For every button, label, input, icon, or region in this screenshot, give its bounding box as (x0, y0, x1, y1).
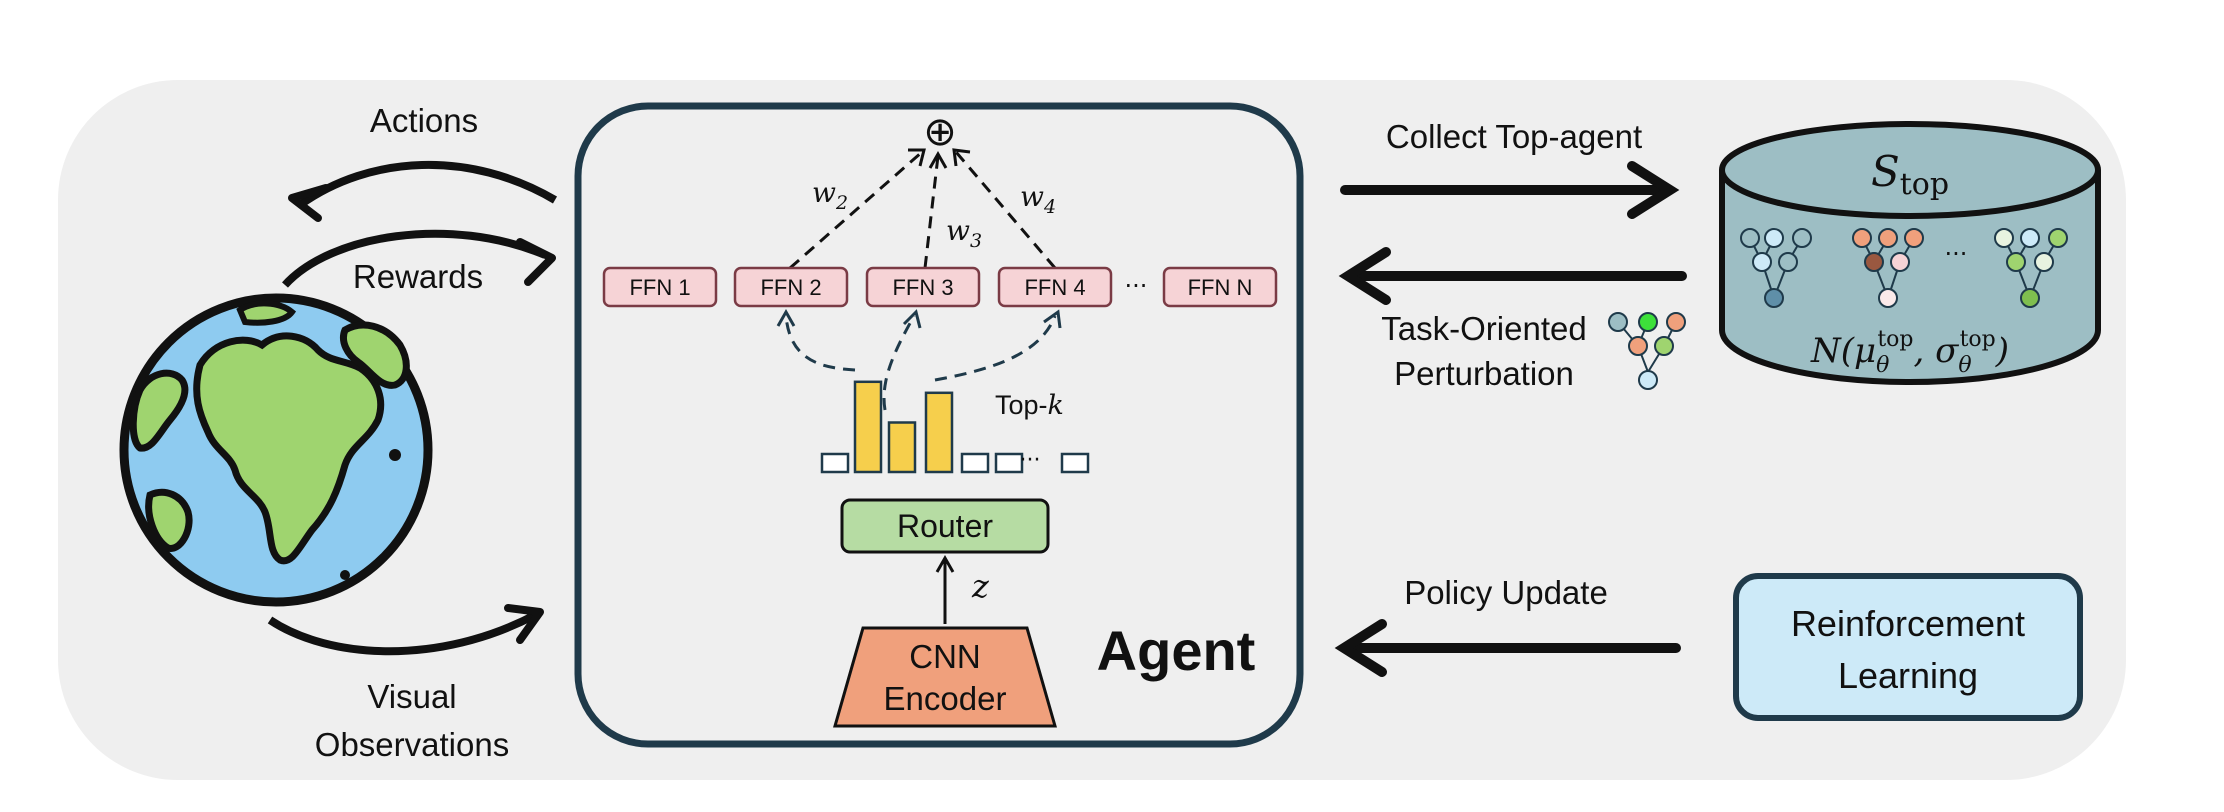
actions-label: Actions (370, 102, 478, 139)
encoder-label-line2: Encoder (884, 680, 1007, 717)
rl-label-line2: Learning (1838, 655, 1978, 696)
collect-label: Collect Top-agent (1386, 118, 1642, 155)
topk-label: Top-k (995, 390, 1064, 421)
actions-arrow (288, 160, 558, 222)
agent-title: Agent (1097, 619, 1256, 682)
perturbation-arrow (1338, 247, 1687, 305)
ffn-n: FFN N (1162, 266, 1278, 308)
observations-label-line1: Visual (367, 678, 456, 715)
ffn-4: FFN 4 (997, 266, 1113, 308)
gate-bar-5 (960, 452, 990, 474)
gate-bar-3 (887, 421, 917, 474)
cnn-encoder-block: CNN Encoder (833, 626, 1057, 728)
ffn-to-sum-arrowheads (908, 148, 971, 169)
network-tree-icon-blue (1740, 228, 1812, 308)
weight-w2: w2 (812, 176, 848, 214)
storage-distribution: N(μθtop, σθtop) (1810, 327, 2009, 378)
storage-ellipsis: ··· (1945, 240, 1968, 268)
reinforcement-learning-block: Reinforcement Learning (1733, 573, 2083, 721)
network-tree-icon-orange (1852, 228, 1924, 308)
weight-w4: w4 (1020, 180, 1056, 218)
ffn-4-label: FFN 4 (1024, 275, 1085, 300)
gate-bar-2 (853, 380, 883, 474)
latent-arrow (935, 554, 955, 624)
agent-box (574, 102, 1304, 748)
ffn-3-label: FFN 3 (892, 275, 953, 300)
rl-label-line1: Reinforcement (1791, 603, 2025, 644)
ffn-1: FFN 1 (602, 266, 718, 308)
encoder-label-line1: CNN (909, 638, 981, 675)
gate-bar-4 (924, 391, 954, 474)
ffn-to-sum-arrows (789, 150, 1057, 270)
ffn-n-label: FFN N (1188, 275, 1253, 300)
perturbation-label-line2: Perturbation (1394, 355, 1574, 392)
sum-symbol: ⊕ (923, 109, 957, 155)
observations-arrow (267, 604, 544, 656)
routing-arrowheads (776, 308, 1062, 329)
network-tree-icon-green (1994, 228, 2068, 308)
ffn-2-label: FFN 2 (760, 275, 821, 300)
gate-bar-6 (994, 452, 1024, 474)
globe-icon (119, 293, 433, 607)
gate-bar-7 (1060, 452, 1090, 474)
observations-label-line2: Observations (315, 726, 509, 763)
top-agent-storage (1719, 121, 2101, 385)
ffn-1-label: FFN 1 (629, 275, 690, 300)
latent-label: z (971, 567, 990, 605)
rewards-label: Rewards (353, 258, 483, 295)
routing-arrows (784, 315, 1057, 411)
gate-ellipsis: ··· (1020, 448, 1041, 473)
rewards-arrow (282, 229, 556, 288)
router-label: Router (897, 508, 993, 544)
policy-update-arrow (1334, 619, 1681, 677)
perturbation-label-line1: Task-Oriented (1381, 310, 1586, 347)
router-block: Router (840, 498, 1050, 554)
ffn-2: FFN 2 (733, 266, 849, 308)
collect-arrow (1340, 161, 1680, 219)
perturbed-network-icon (1608, 312, 1686, 390)
ffn-ellipsis: ··· (1125, 272, 1148, 300)
gate-score-bars (820, 380, 1090, 474)
weight-w3: w3 (946, 214, 982, 252)
gate-bar-1 (820, 452, 850, 474)
ffn-3: FFN 3 (865, 266, 981, 308)
policy-update-label: Policy Update (1404, 574, 1608, 611)
storage-title: Stop (1871, 147, 1949, 202)
